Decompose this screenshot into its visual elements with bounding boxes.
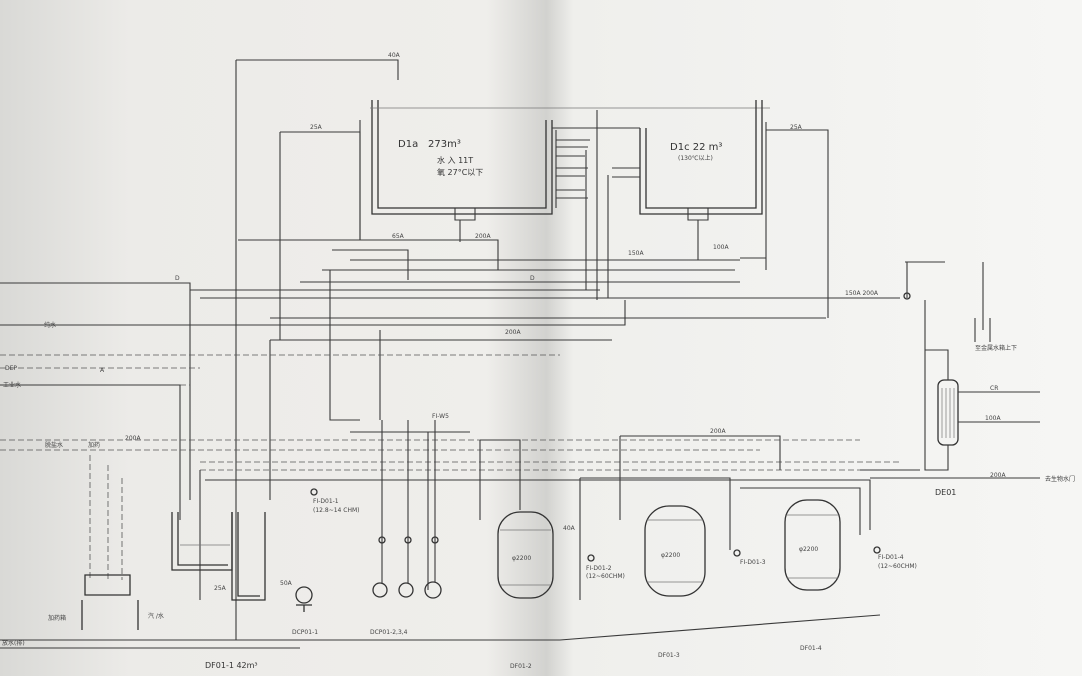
pipe-label-d1a-in: 25A xyxy=(310,124,323,131)
pipe-label-150a: 150A xyxy=(628,250,644,257)
pipe-label-50a: 50A xyxy=(280,580,293,587)
pipe-label-steam: 150A 200A xyxy=(845,290,879,297)
chemical-dosing-unit: 加药箱 汽 /水 xyxy=(48,455,164,630)
instruments: FI-D01-1 (12.8~14 CHM) FI-W5 FI-D01-2 (1… xyxy=(310,413,917,580)
tank-d1a-volume: 273m³ xyxy=(428,139,461,150)
fi-d01-1: FI-D01-1 xyxy=(313,498,339,505)
label-dia-2: φ2200 xyxy=(512,555,531,562)
left-line-labels: 纯水 DEP 工业水 脱盐水 放水(排) 加药 xyxy=(2,321,100,647)
label-dia-3: φ2200 xyxy=(661,552,680,559)
left-label-2: DEP xyxy=(5,365,17,372)
left-label-6: 加药 xyxy=(88,441,100,449)
vessel-df01-4: φ2200 DF01-4 xyxy=(784,499,841,652)
pipe-label-return: 200A xyxy=(505,329,521,336)
left-label-3: 工业水 xyxy=(3,381,21,389)
pipe-label-40a: 40A xyxy=(563,525,576,532)
pipe-label-100a: 100A xyxy=(713,244,729,251)
pipe-label-d: D xyxy=(175,275,180,282)
vessel-df01-3: φ2200 DF01-3 xyxy=(644,505,706,659)
valve-manifold xyxy=(552,110,640,300)
tank-df01-1: DF01-1 42m³ xyxy=(171,512,266,670)
pipe-label-drain: 200A xyxy=(710,428,726,435)
pipe-label-d2: D xyxy=(530,275,535,282)
fi-d01-2: FI-D01-2 xyxy=(586,565,612,572)
fi-d01-4: FI-D01-4 xyxy=(878,554,904,561)
tank-d1c-note: (130℃以上) xyxy=(678,154,713,162)
heat-exchanger: 至金属水箱上下 CR 去生物水门 DE01 xyxy=(903,261,1075,497)
label-dia-4: φ2200 xyxy=(799,546,818,553)
pipe-labels: 40A 25A 25A 65A 200A 100A 150A 200A A D … xyxy=(100,52,1006,592)
tank-d1c: D1c 22 m³ (130℃以上) xyxy=(639,100,763,260)
label-bottom-note: 去生物水门 xyxy=(1045,475,1075,483)
fi-d01-3: FI-D01-3 xyxy=(740,559,766,566)
tank-d1c-name: D1c 22 m³ xyxy=(670,142,722,153)
fi-w5: FI-W5 xyxy=(432,413,449,420)
pipe-label-25a: 25A xyxy=(214,585,227,592)
label-dosing-tank: 加药箱 xyxy=(48,614,66,622)
label-right-note: 至金属水箱上下 xyxy=(975,344,1017,352)
label-dcp01-234: DCP01-2,3,4 xyxy=(370,629,408,636)
vessel-df01-2: φ2200 DF01-2 xyxy=(497,511,554,670)
pipe-label-a: A xyxy=(100,367,105,374)
label-de01: DE01 xyxy=(935,488,956,497)
label-df01-4: DF01-4 xyxy=(800,645,822,652)
label-steam-water: 汽 /水 xyxy=(148,612,164,620)
tank-d1a: D1a 273m³ 水 入 11T 氧 27°C以下 xyxy=(370,100,770,242)
pump-dcp01-1: DCP01-1 xyxy=(292,586,318,636)
label-df01-2: DF01-2 xyxy=(510,663,532,670)
label-hx-out: CR xyxy=(990,385,998,392)
fi-d01-1-range: (12.8~14 CHM) xyxy=(313,507,360,514)
pipe-label-bottom: 200A xyxy=(990,472,1006,479)
pipe-label-65a: 65A xyxy=(392,233,405,240)
label-df01-3: DF01-3 xyxy=(658,652,680,659)
pipe-label-hx-in: 100A xyxy=(985,415,1001,422)
fi-d01-2-range: (12~60CHM) xyxy=(586,573,625,580)
pipe-label-200a: 200A xyxy=(475,233,491,240)
tank-d1a-name: D1a xyxy=(398,139,418,150)
pipe-label-d1c-in: 25A xyxy=(790,124,803,131)
tank-d1a-note1: 水 入 11T xyxy=(437,155,473,165)
pipe-label-left-200: 200A xyxy=(125,435,141,442)
left-label-1: 纯水 xyxy=(44,321,56,329)
label-df01-1: DF01-1 42m³ xyxy=(205,661,258,670)
tank-d1a-note2: 氧 27°C以下 xyxy=(437,167,483,177)
pumps-dcp01-234: DCP01-2,3,4 xyxy=(370,420,442,636)
pipe-label-top: 40A xyxy=(388,52,401,59)
fi-d01-4-range: (12~60CHM) xyxy=(878,563,917,570)
pipe-network xyxy=(0,59,1040,649)
left-label-4: 脱盐水 xyxy=(45,441,63,449)
left-label-5: 放水(排) xyxy=(2,639,25,647)
label-dcp01-1: DCP01-1 xyxy=(292,629,318,636)
